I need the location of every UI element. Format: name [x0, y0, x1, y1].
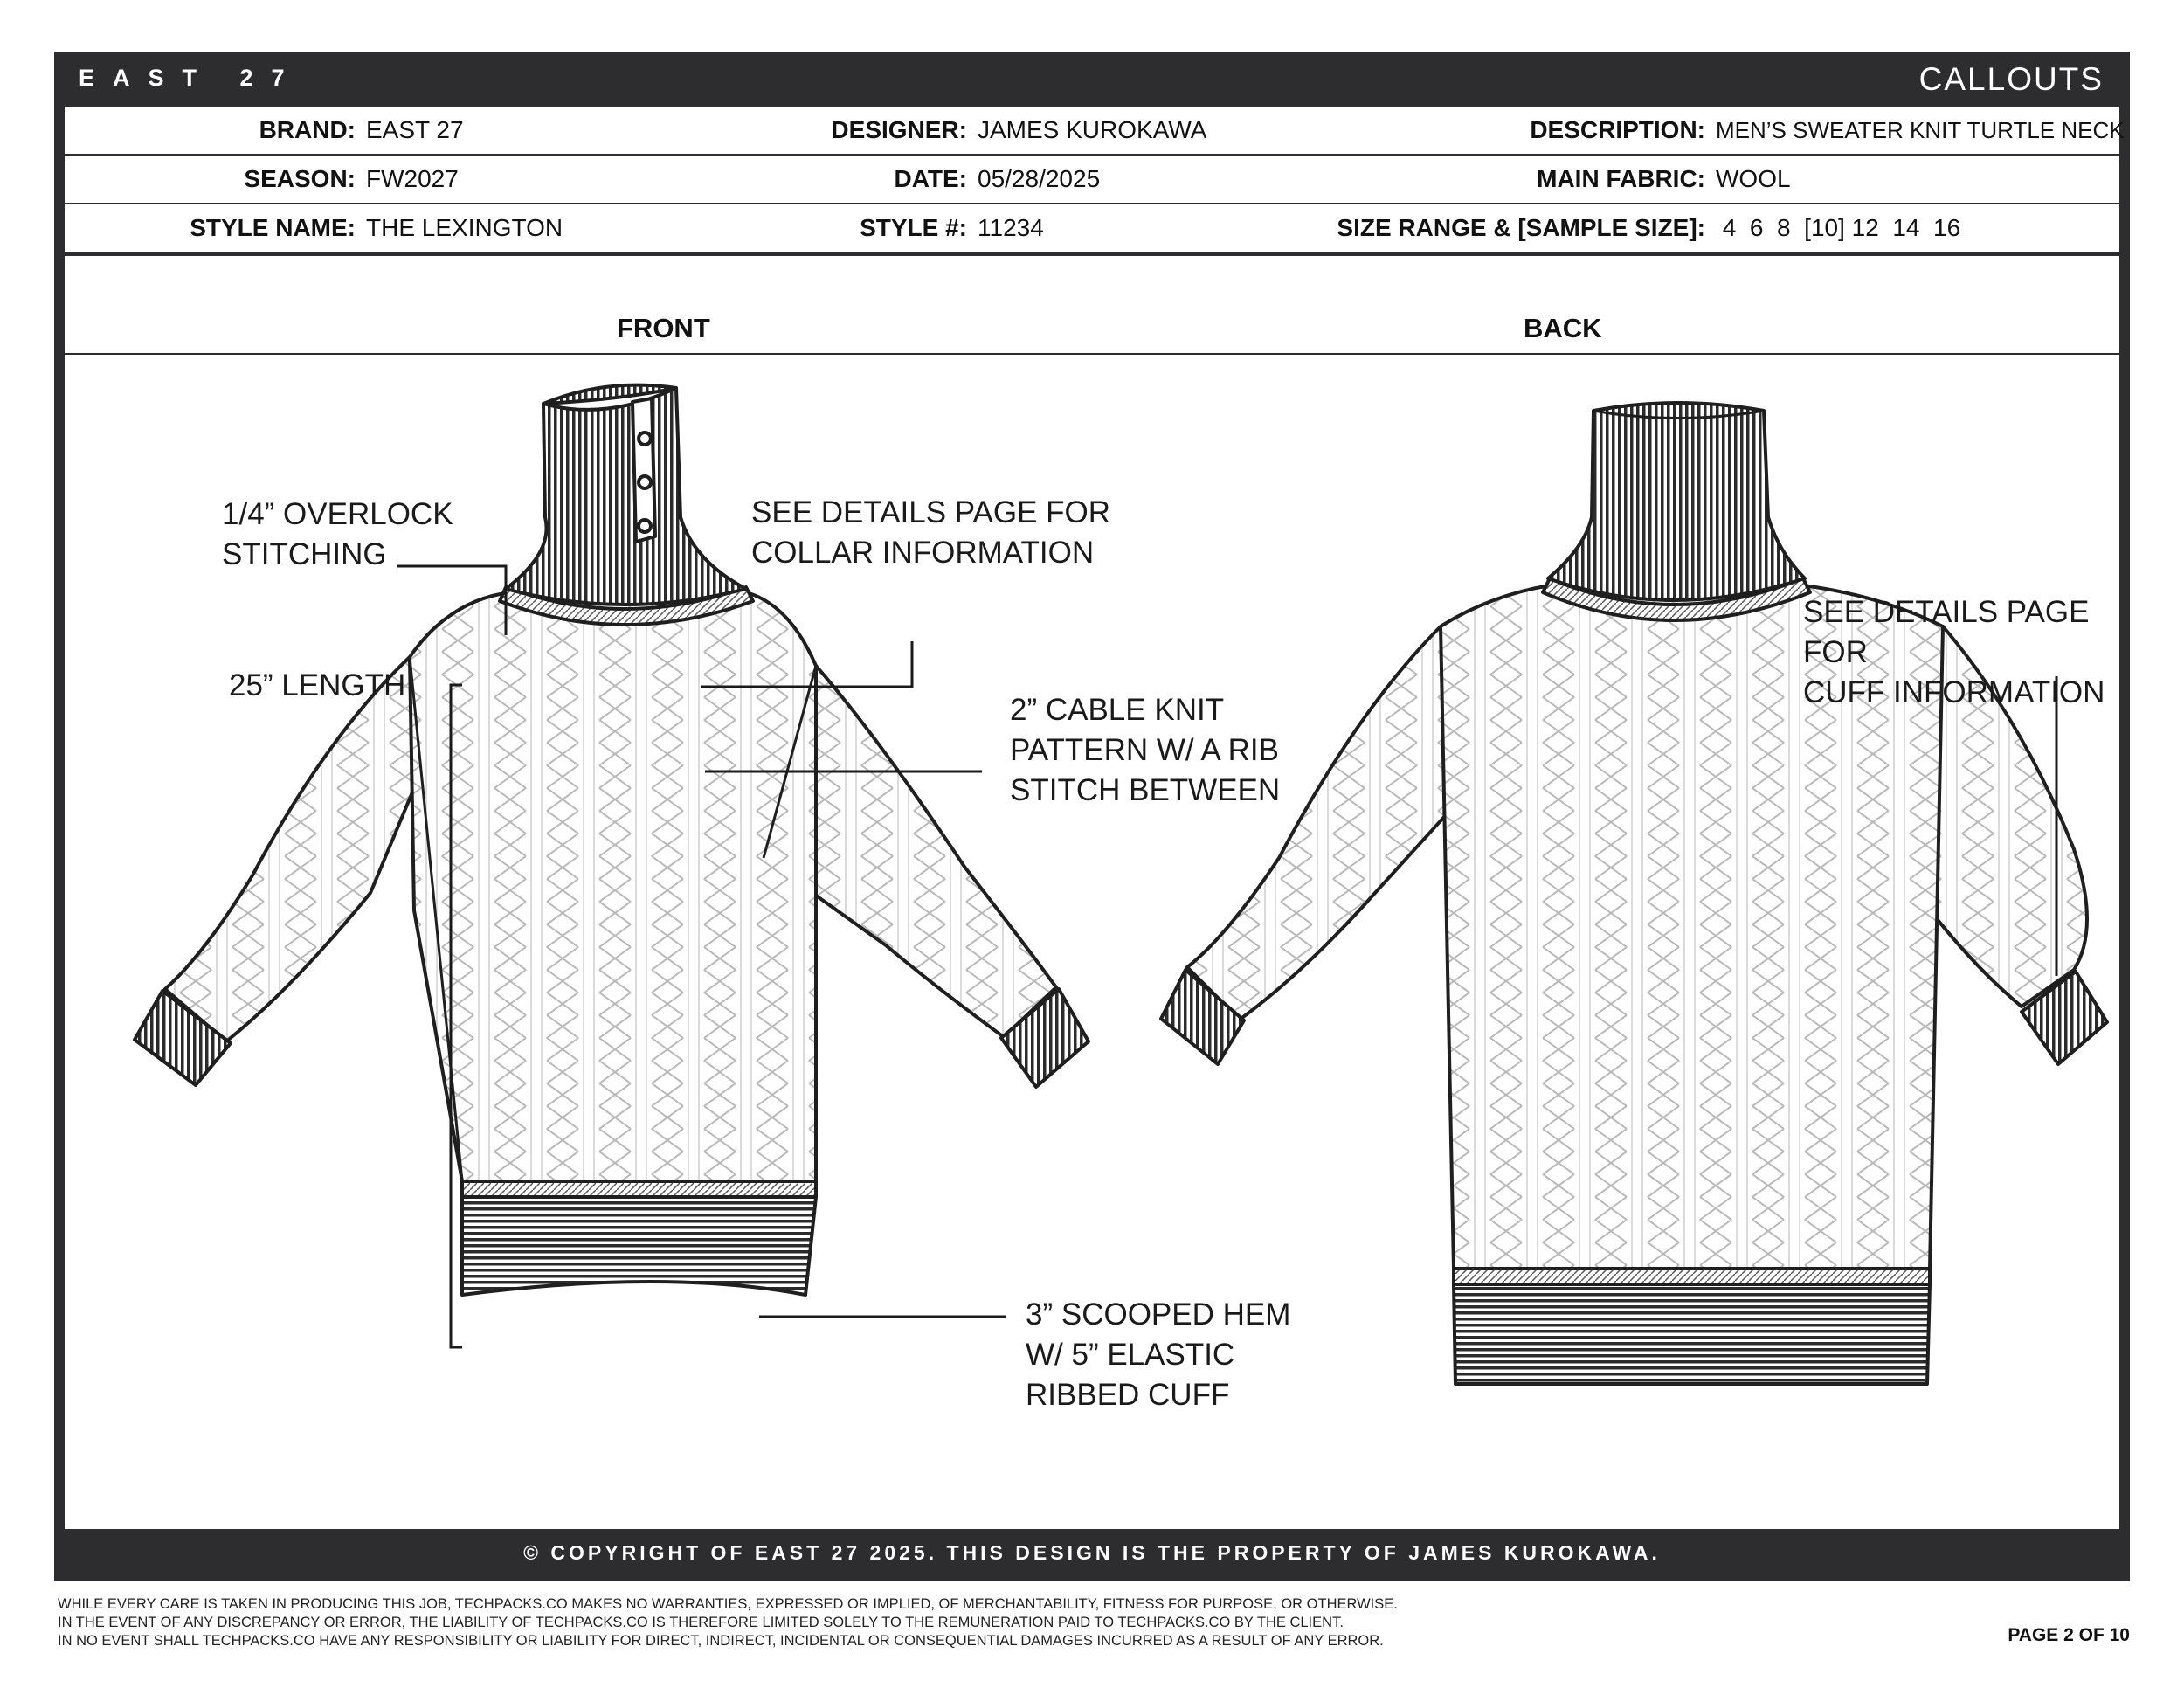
- front-sweater: [133, 383, 1090, 1297]
- info-value: 11234: [978, 214, 1044, 241]
- info-value: THE LEXINGTON: [366, 214, 563, 241]
- info-table: BRAND: EAST 27 DESIGNER: JAMES KUROKAWA DE…: [65, 107, 2125, 256]
- info-label: SIZE RANGE & [SAMPLE SIZE]:: [1337, 214, 1705, 241]
- info-cell: DESCRIPTION: MEN’S SWEATER KNIT TURTLE NE…: [1530, 107, 2125, 154]
- section-title: CALLOUTS: [1918, 61, 2104, 97]
- info-value: 05/28/2025: [978, 165, 1101, 192]
- info-label: DESCRIPTION:: [1530, 116, 1705, 143]
- disclaimer-line: IN NO EVENT SHALL TECHPACKS.CO HAVE ANY …: [58, 1633, 1384, 1649]
- info-label: STYLE NAME:: [190, 214, 356, 241]
- info-cell: SEASON: FW2027: [244, 156, 459, 203]
- info-row: SEASON: FW2027 DATE: 05/28/2025 MAIN FABRI…: [65, 156, 2119, 204]
- front-view-label: FRONT: [617, 313, 710, 343]
- info-label: DATE:: [894, 165, 967, 192]
- sheet: BRAND: EAST 27 DESIGNER: JAMES KUROKAWA DE…: [65, 107, 2125, 1529]
- info-cell: BRAND: EAST 27: [259, 107, 464, 154]
- back-sweater: [1159, 401, 2109, 1386]
- info-label: SEASON:: [244, 165, 356, 192]
- info-label: STYLE #:: [860, 214, 967, 241]
- info-cell: SIZE RANGE & [SAMPLE SIZE]: 4 6 8 [10] 1…: [1337, 204, 1961, 252]
- callout-collar-details: SEE DETAILS PAGE FOR COLLAR INFORMATION: [751, 495, 1111, 570]
- info-label: BRAND:: [259, 116, 356, 143]
- page-number: PAGE 2 OF 10: [2008, 1625, 2130, 1645]
- disclaimer-line: IN THE EVENT OF ANY DISCREPANCY OR ERROR…: [58, 1615, 1344, 1630]
- flat-sketch-drawing: [133, 383, 2109, 1386]
- info-cell: DATE: 05/28/2025: [895, 156, 1101, 203]
- callout-scooped-hem: 3” SCOOPED HEM W/ 5” ELASTIC RIBBED CUFF: [1026, 1297, 1291, 1412]
- brand-mark: EAST 27: [79, 65, 303, 91]
- callout-cuff-details: SEE DETAILS PAGE FOR CUFF INFORMATION: [1803, 595, 2105, 709]
- info-label: DESIGNER:: [831, 116, 967, 143]
- info-row: BRAND: EAST 27 DESIGNER: JAMES KUROKAWA DE…: [65, 107, 2125, 156]
- info-label: MAIN FABRIC:: [1537, 165, 1705, 192]
- info-value: JAMES KUROKAWA: [978, 116, 1207, 143]
- callout-cable-knit: 2” CABLE KNIT PATTERN W/ A RIB STITCH BE…: [1010, 693, 1281, 807]
- info-cell: STYLE #: 11234: [860, 204, 1044, 252]
- view-header: FRONT BACK: [65, 304, 2119, 355]
- callout-overlock-stitching: 1/4” OVERLOCK STITCHING: [222, 497, 453, 571]
- disclaimer: WHILE EVERY CARE IS TAKEN IN PRODUCING T…: [58, 1595, 1398, 1650]
- top-bar: EAST 27 CALLOUTS: [54, 52, 2130, 107]
- info-value: WOOL: [1716, 165, 1791, 192]
- copyright-text: © COPYRIGHT OF EAST 27 2025. THIS DESIGN…: [523, 1541, 1661, 1564]
- info-value: 4 6 8 [10] 12 14 16: [1716, 214, 1961, 241]
- callout-leaders: [397, 564, 2058, 1349]
- info-value: EAST 27: [366, 116, 464, 143]
- info-row: STYLE NAME: THE LEXINGTON STYLE #: 11234 S…: [65, 204, 2119, 256]
- info-cell: DESIGNER: JAMES KUROKAWA: [831, 107, 1207, 154]
- back-view-label: BACK: [1524, 313, 1602, 343]
- copyright-band: © COPYRIGHT OF EAST 27 2025. THIS DESIGN…: [54, 1529, 2130, 1581]
- techpack-frame: EAST 27 CALLOUTS BRAND: EAST 27 DESIGNER:…: [54, 52, 2130, 1581]
- callout-length: 25” LENGTH: [229, 668, 406, 702]
- info-value: MEN’S SWEATER KNIT TURTLE NECK: [1716, 117, 2125, 143]
- info-value: FW2027: [366, 165, 459, 192]
- info-cell: STYLE NAME: THE LEXINGTON: [190, 204, 563, 252]
- disclaimer-line: WHILE EVERY CARE IS TAKEN IN PRODUCING T…: [58, 1596, 1398, 1612]
- info-cell: MAIN FABRIC: WOOL: [1537, 156, 1791, 203]
